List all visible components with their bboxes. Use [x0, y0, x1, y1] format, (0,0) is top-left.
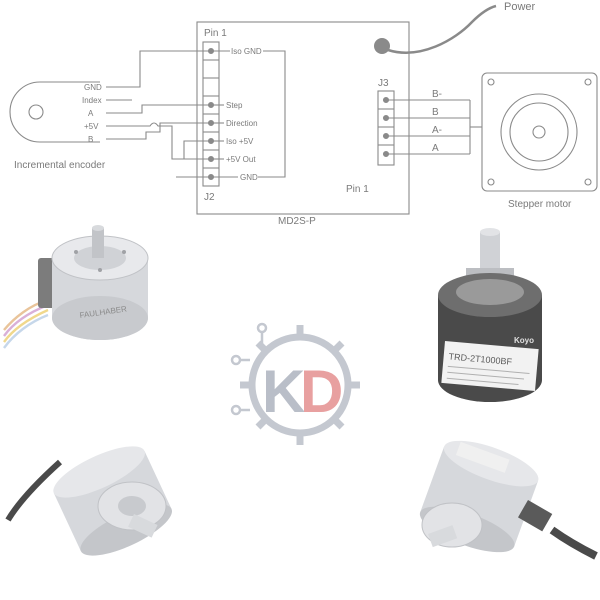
power-connector	[374, 38, 390, 54]
svg-text:A-: A-	[432, 125, 442, 136]
svg-text:+5V Out: +5V Out	[226, 155, 256, 164]
logo-letter-d: D	[300, 358, 343, 425]
svg-text:Iso +5V: Iso +5V	[226, 137, 254, 146]
svg-text:Step: Step	[226, 101, 243, 110]
svg-text:B: B	[432, 107, 439, 118]
encoder-pin-gnd: GND	[84, 83, 102, 92]
kd-logo: K D	[230, 322, 360, 445]
svg-text:A: A	[432, 143, 439, 154]
power-cable	[374, 4, 497, 54]
driver-name: MD2S-P	[278, 216, 316, 227]
power-label: Power	[504, 1, 536, 13]
encoder-caption: Incremental encoder	[14, 160, 106, 171]
j3-connector	[377, 90, 395, 166]
svg-text:B-: B-	[432, 89, 442, 100]
bottom-left-encoder	[5, 446, 172, 556]
j2-label: J2	[204, 192, 215, 203]
faulhaber-encoder: FAULHABER	[3, 225, 149, 349]
koyo-brand: Koyo	[514, 336, 534, 345]
j3-cells	[378, 108, 394, 146]
j3-wire-a: A	[382, 143, 470, 158]
j3-wire-b: B	[382, 107, 470, 122]
bottom-right-encoder	[419, 440, 598, 560]
encoder-pin-b: B	[88, 135, 93, 144]
circuit-traces	[230, 322, 268, 416]
svg-text:Direction: Direction	[226, 119, 258, 128]
j3-wire-b-minus: B-	[382, 89, 470, 104]
j2-cells	[203, 59, 219, 169]
iso-5v-jumper	[183, 140, 211, 160]
encoder-wires	[106, 50, 211, 178]
koyo-encoder: TRD-2T1000BF Koyo	[438, 228, 542, 402]
iso-gnd-gnd-loop	[258, 50, 286, 178]
wiring-diagram: Power MD2S-P Pin 1 J2 Iso GND Step	[9, 1, 598, 227]
j2-pin1-label: Pin 1	[204, 28, 227, 39]
j3-pin1-label: Pin 1	[346, 184, 369, 195]
j3-wire-a-minus: A-	[382, 125, 470, 140]
svg-text:GND: GND	[240, 173, 258, 182]
encoder-pin-index: Index	[82, 96, 102, 105]
logo-letter-k: K	[262, 358, 305, 425]
encoder-body	[9, 81, 100, 143]
gear-icon	[240, 325, 360, 445]
j3-label: J3	[378, 78, 389, 89]
svg-text:Iso GND: Iso GND	[231, 47, 262, 56]
motor-caption: Stepper motor	[508, 199, 572, 210]
encoder-pin-5v: +5V	[84, 122, 99, 131]
stepper-motor	[481, 72, 598, 192]
encoder-pin-a: A	[88, 109, 94, 118]
encoder-pin-labels: GND Index A +5V B	[82, 83, 102, 144]
